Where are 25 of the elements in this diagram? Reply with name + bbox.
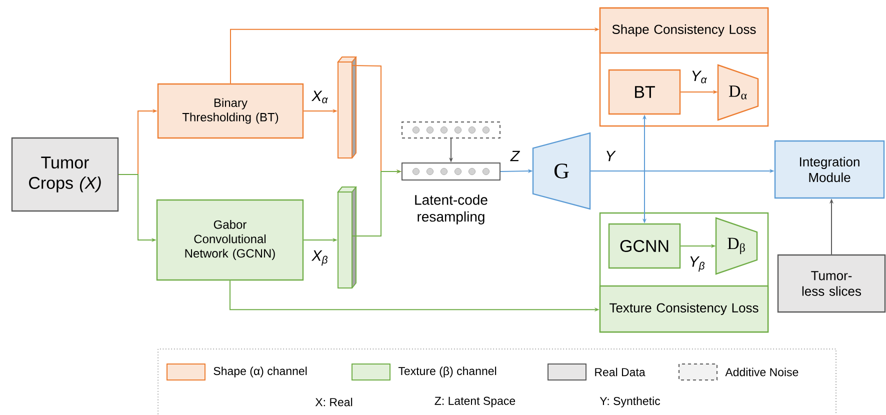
- process-box: GCNN: [608, 223, 681, 269]
- legend-text: Additive Noise: [725, 368, 798, 376]
- edge-label: X$_{α}$: [310, 90, 330, 104]
- edge-label: Z: [509, 150, 521, 162]
- process-box: Binary Thresholding (BT): [157, 83, 304, 139]
- process-box: BT: [608, 69, 681, 115]
- legend-note: X: Real: [315, 398, 352, 406]
- process-box: Gabor Convolutional Network (GCNN): [156, 199, 304, 281]
- legend-note: Y: Synthetic: [600, 396, 660, 408]
- legend-text: Real Data: [595, 368, 646, 376]
- latent-vector: [402, 162, 500, 180]
- caption-text: Latent-code resampling: [415, 194, 488, 224]
- edge-label: Y$_{α}$: [690, 70, 708, 84]
- legend-text: Texture (β) channel: [398, 366, 496, 378]
- generator-trapezoid: G: [532, 132, 591, 210]
- edge-label: X$_{β}$: [310, 249, 330, 267]
- legend-note: Z: Latent Space: [434, 396, 516, 408]
- process-box: Integration Module: [774, 140, 885, 199]
- input-box: Tumor-less slices: [777, 254, 886, 313]
- edge-label: Y: [604, 150, 616, 162]
- discriminator-trapezoid: D$_{α}$: [717, 64, 759, 121]
- input-box: Tumor Crops (X): [11, 137, 119, 212]
- discriminator-trapezoid: D$_{β}$: [715, 217, 758, 275]
- noise-vector: [402, 122, 500, 138]
- legend-text: Shape (α) channel: [214, 366, 307, 378]
